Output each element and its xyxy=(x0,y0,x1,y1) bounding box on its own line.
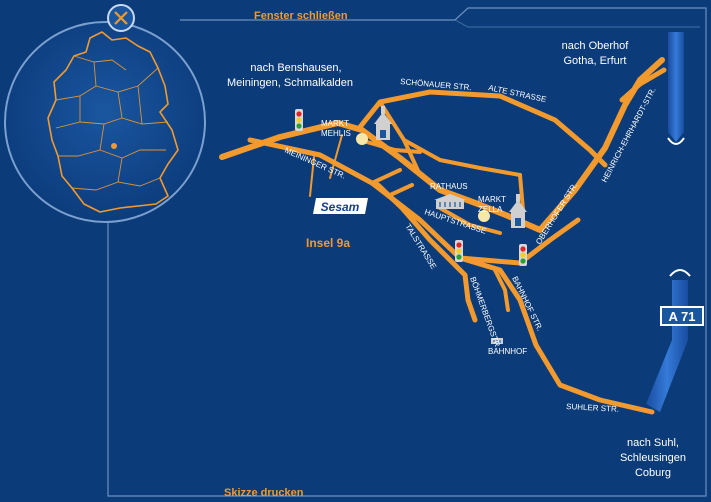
church-icon xyxy=(374,106,392,140)
traffic-light-mehlis xyxy=(295,109,303,131)
close-button[interactable] xyxy=(107,4,135,32)
traffic-light-tal xyxy=(455,240,463,262)
frame xyxy=(107,7,707,497)
dest-oberhof-2: Gotha, Erfurt xyxy=(564,55,627,67)
label-markt-zella-1: MARKT xyxy=(478,195,506,204)
germany-minimap xyxy=(4,21,206,223)
svg-text:Sesam: Sesam xyxy=(321,200,360,214)
label-bahnhof: BAHNHOF xyxy=(488,347,527,356)
dest-suhl-2: Schleusingen xyxy=(620,452,686,464)
location-dot xyxy=(111,143,117,149)
label-markt-mehlis-2: MEHLIS xyxy=(321,129,351,138)
marker-markt-zella xyxy=(478,210,490,222)
close-x-icon xyxy=(114,11,128,25)
street-suhler: SUHLER STR. xyxy=(566,402,619,414)
roads xyxy=(219,57,667,415)
sesam-logo: Sesam xyxy=(313,198,368,214)
dest-suhl-1: nach Suhl, xyxy=(627,437,679,449)
church-icon xyxy=(509,194,527,228)
dest-benshausen-1: nach Benshausen, xyxy=(250,62,341,74)
label-rathaus: RATHAUS xyxy=(430,182,468,191)
station-icon xyxy=(491,338,503,344)
townhall-icon xyxy=(434,194,466,209)
dest-benshausen-2: Meiningen, Schmalkalden xyxy=(227,77,353,89)
label-markt-mehlis-1: MARKT xyxy=(321,119,349,128)
a71-sign: A 71 xyxy=(660,306,704,326)
marker-markt-mehlis xyxy=(356,133,368,145)
a71-label: A 71 xyxy=(669,309,696,324)
label-markt-zella-2: ZELLA xyxy=(478,205,503,214)
print-sketch-link[interactable]: Skizze drucken xyxy=(224,487,304,499)
dest-oberhof-1: nach Oberhof xyxy=(562,40,630,52)
insel-label: Insel 9a xyxy=(306,236,350,250)
traffic-light-zella xyxy=(519,244,527,266)
close-window-link[interactable]: Fenster schließen xyxy=(254,10,348,22)
dest-suhl-3: Coburg xyxy=(635,467,671,479)
